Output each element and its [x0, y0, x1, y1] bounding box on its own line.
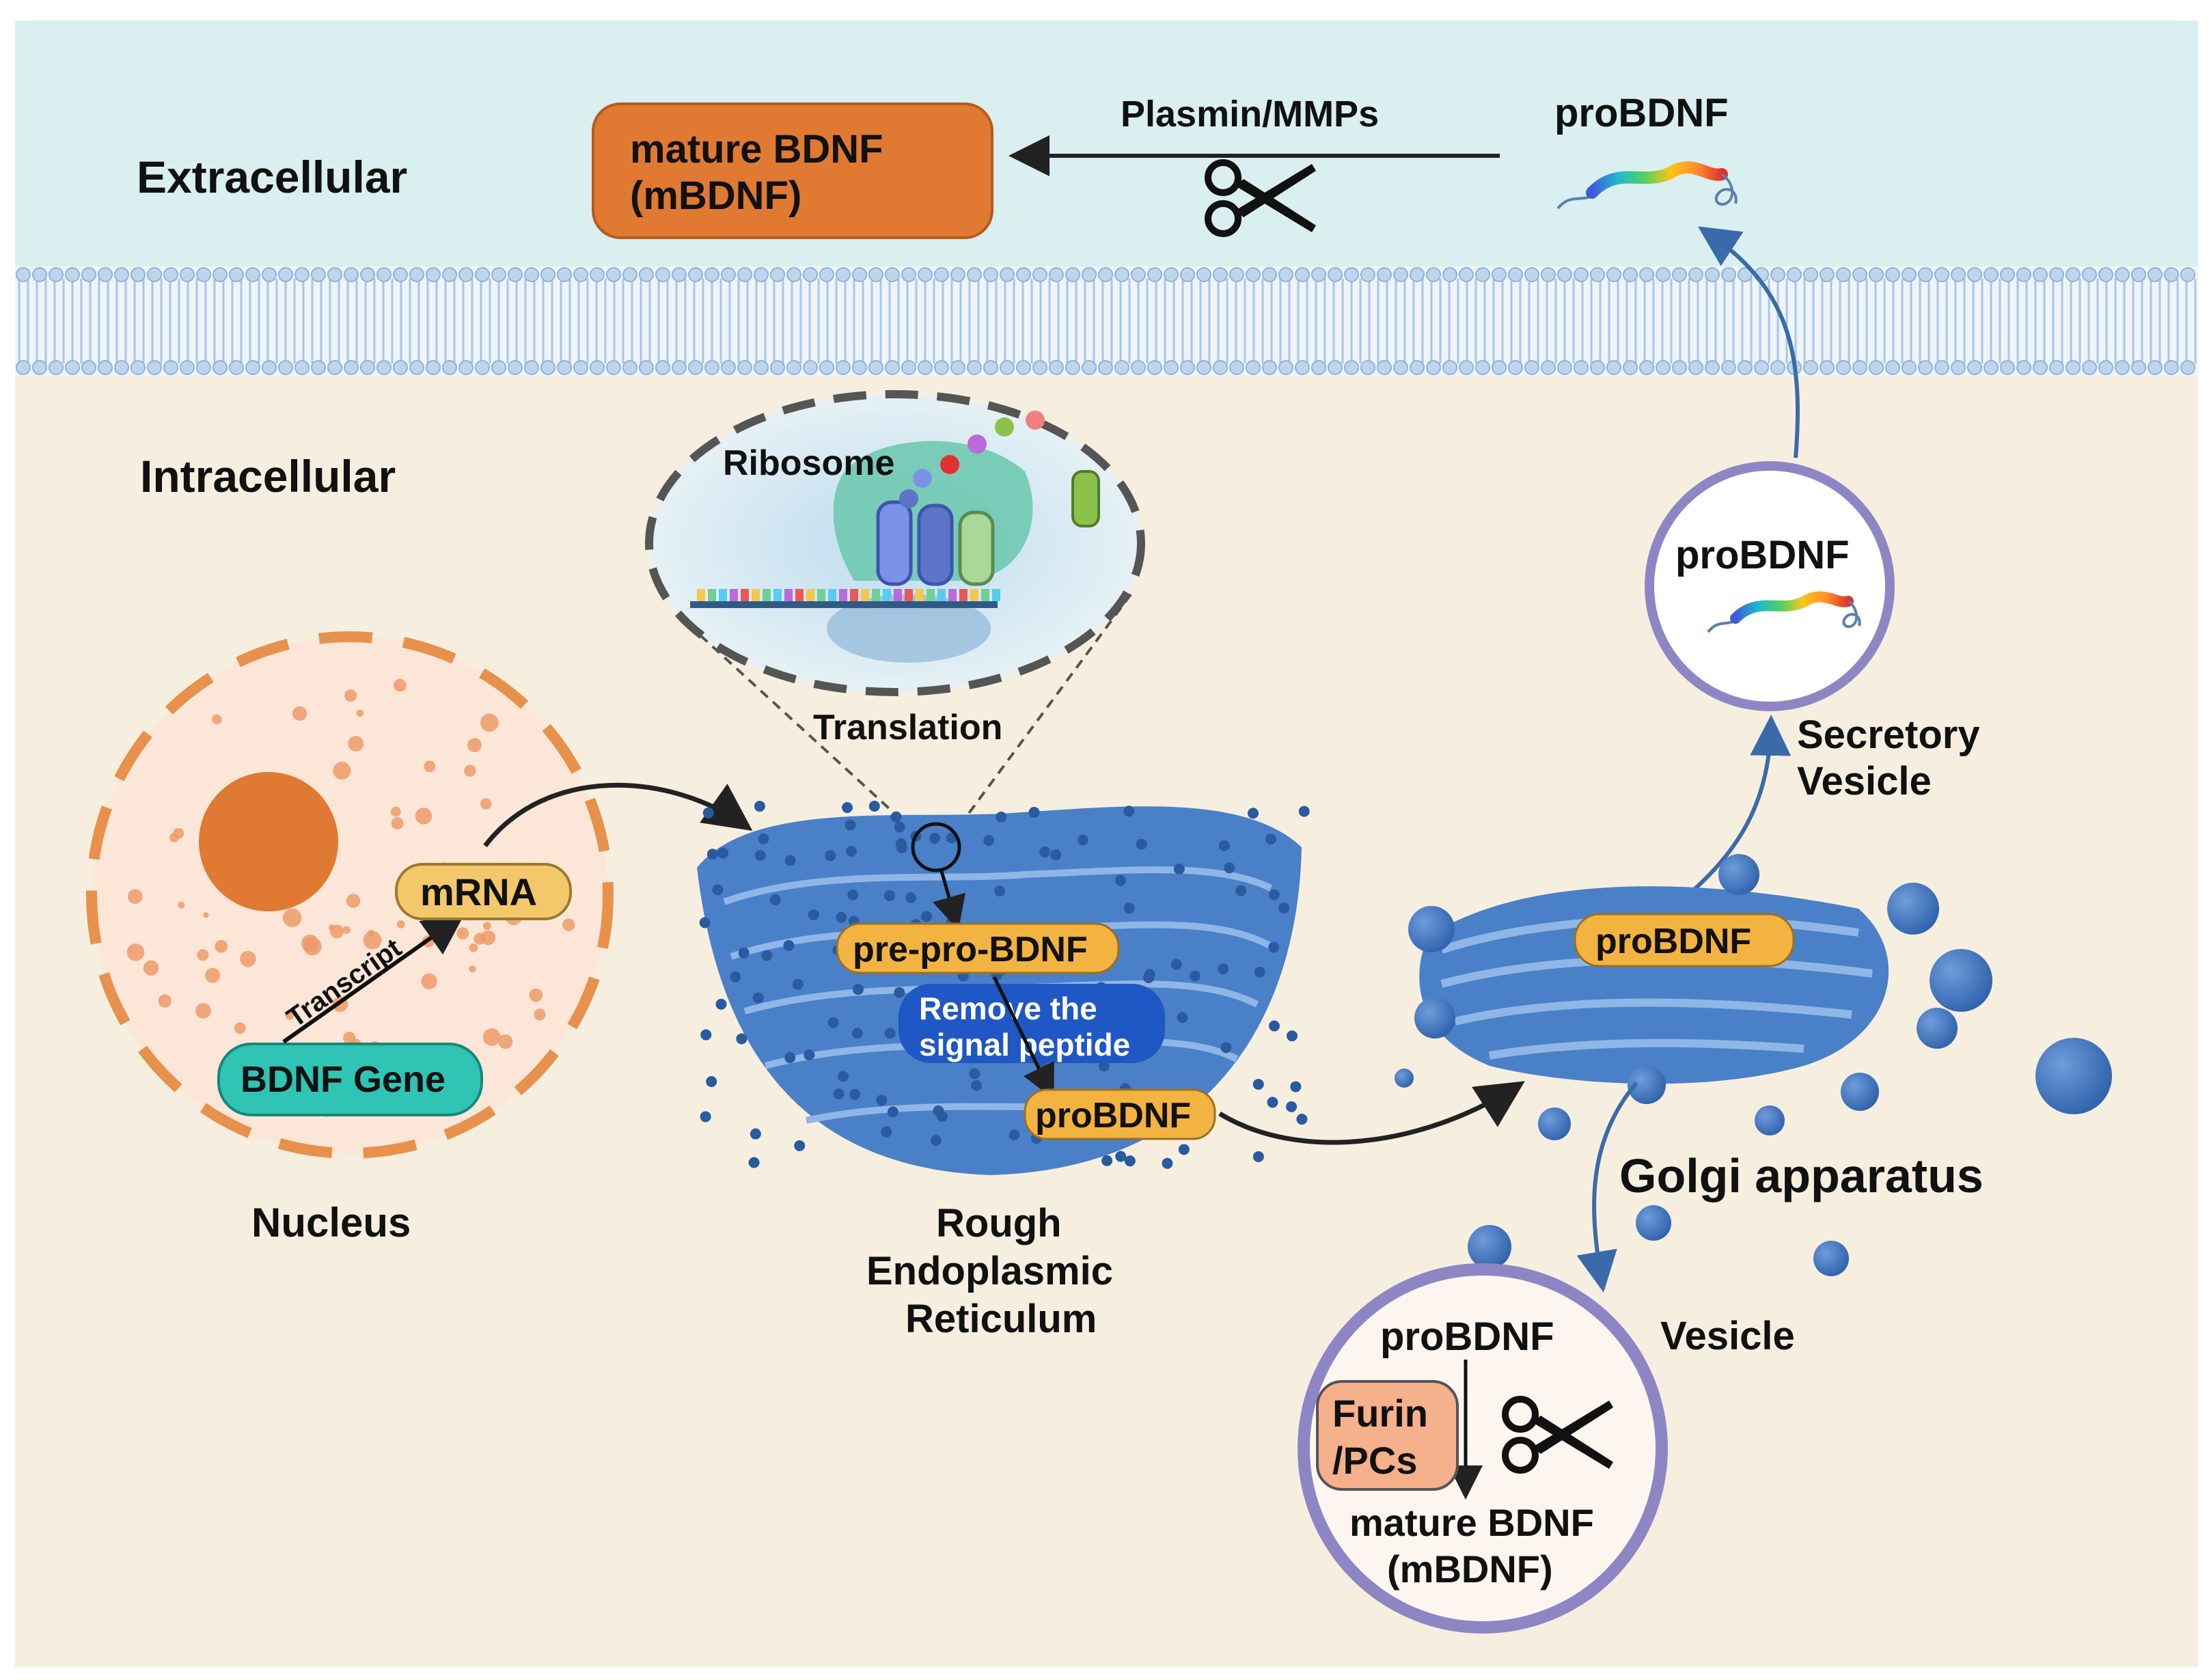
- er-probdnf-pill: proBDNF: [1024, 1088, 1216, 1140]
- remove-signal-label-2: signal peptide: [919, 1027, 1130, 1062]
- golgi-to-secretory-arrow: [1683, 715, 1792, 900]
- mrna-label: mRNA: [420, 870, 537, 913]
- rer-label-1: Rough: [936, 1201, 1062, 1245]
- golgi-label: Golgi apparatus: [1619, 1149, 1984, 1202]
- bdnf-gene-label: BDNF Gene: [241, 1059, 445, 1100]
- secretory-vesicle: proBDNF: [1645, 461, 1895, 711]
- golgi-probdnf-label: proBDNF: [1595, 922, 1751, 961]
- vesicle-mature-label-2: (mBDNF): [1387, 1547, 1553, 1591]
- furin-label-1: Furin: [1332, 1392, 1428, 1435]
- furin-label-2: /PCs: [1332, 1439, 1418, 1482]
- exocytosis-arrow: [1697, 226, 1800, 458]
- mature-bdnf-abbrev: (mBDNF): [630, 174, 801, 218]
- pre-pro-bdnf-label: pre-pro-BDNF: [853, 930, 1088, 969]
- golgi-to-vesicle-arrow: [1576, 1082, 1638, 1293]
- golgi-probdnf-pill: proBDNF: [1574, 913, 1795, 967]
- rer-label-3: Reticulum: [905, 1297, 1097, 1341]
- zoom-line-right: [948, 593, 1132, 840]
- er-arrow-2: [992, 976, 1054, 1099]
- bdnf-gene-pill: BDNF Gene: [217, 1043, 483, 1116]
- translation-label: Translation: [813, 708, 1002, 747]
- nucleus: [86, 631, 614, 1159]
- ribosome-zoom: Ribosome: [645, 390, 1145, 696]
- zoom-circle: [911, 822, 961, 872]
- rer-label-2: Endoplasmic: [866, 1249, 1113, 1293]
- extracellular-region: [15, 20, 2198, 280]
- mature-bdnf-text: mature BDNF: [630, 127, 883, 171]
- secretory-vesicle-label-1: Secretory: [1797, 713, 1980, 757]
- vesicle-label: Vesicle: [1660, 1314, 1795, 1358]
- vesicle: proBDNF Furin /PCs mature BDNF (mBDNF): [1298, 1263, 1668, 1634]
- nucleolus: [199, 772, 338, 911]
- mature-bdnf-box: mature BDNF (mBDNF): [592, 102, 993, 239]
- probdnf-protein-icon: [1556, 161, 1738, 210]
- nucleus-label: Nucleus: [251, 1200, 411, 1245]
- extracellular-probdnf-label: proBDNF: [1554, 91, 1729, 135]
- transcript-arrow: [282, 914, 465, 1044]
- plasmin-mmps-label: Plasmin/MMPs: [1121, 94, 1379, 135]
- cell-membrane: [15, 266, 2198, 376]
- secretory-vesicle-probdnf: proBDNF: [1675, 533, 1850, 577]
- zoom-line-left: [699, 634, 924, 840]
- pre-pro-bdnf-pill: pre-pro-BDNF: [836, 922, 1120, 974]
- er-to-golgi-arrow: [1218, 1081, 1525, 1145]
- intracellular-label: Intracellular: [140, 451, 396, 501]
- extracellular-label: Extracellular: [137, 152, 407, 202]
- secretory-vesicle-label-2: Vesicle: [1797, 759, 1932, 803]
- vesicle-scissors-icon: [1502, 1396, 1613, 1474]
- ribosome-label: Ribosome: [723, 443, 894, 483]
- export-arrow: [483, 782, 753, 848]
- scissors-icon: [1205, 159, 1316, 237]
- furin-pcs-box: Furin /PCs: [1316, 1380, 1459, 1491]
- vesicle-probdnf-label: proBDNF: [1380, 1314, 1554, 1359]
- er-arrow-1: [932, 870, 966, 931]
- er-probdnf-label: proBDNF: [1035, 1096, 1191, 1135]
- vesicle-mature-label-1: mature BDNF: [1349, 1501, 1594, 1544]
- mrna-pill: mRNA: [395, 863, 572, 920]
